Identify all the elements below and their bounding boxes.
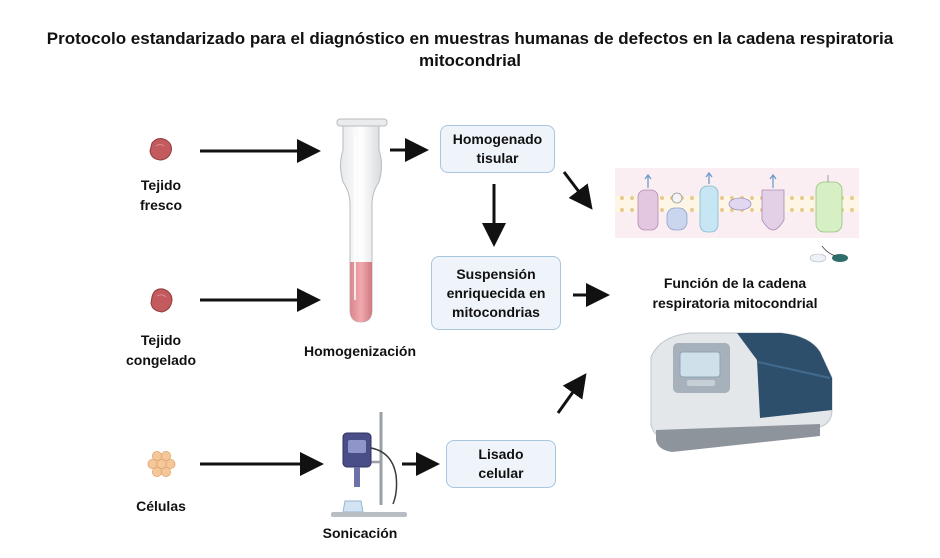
arrow-lysate-to-function xyxy=(556,373,587,414)
arrow-homogenate-to-function xyxy=(562,171,593,210)
tube-icon xyxy=(336,118,388,323)
tissue-fresh-icon xyxy=(149,138,172,161)
diagram-title: Protocolo estandarizado para el diagnóst… xyxy=(46,29,894,70)
label-sonication: Sonicación xyxy=(322,525,398,541)
cells-icon xyxy=(147,450,176,477)
label-homogenization: Homogenización xyxy=(303,343,416,359)
label-cells: Células xyxy=(136,498,186,514)
respiratory-chain-icon xyxy=(615,168,859,263)
tissue-frozen-icon xyxy=(150,288,173,313)
spectrophotometer-icon xyxy=(650,332,833,452)
sonicator-icon xyxy=(331,412,407,517)
